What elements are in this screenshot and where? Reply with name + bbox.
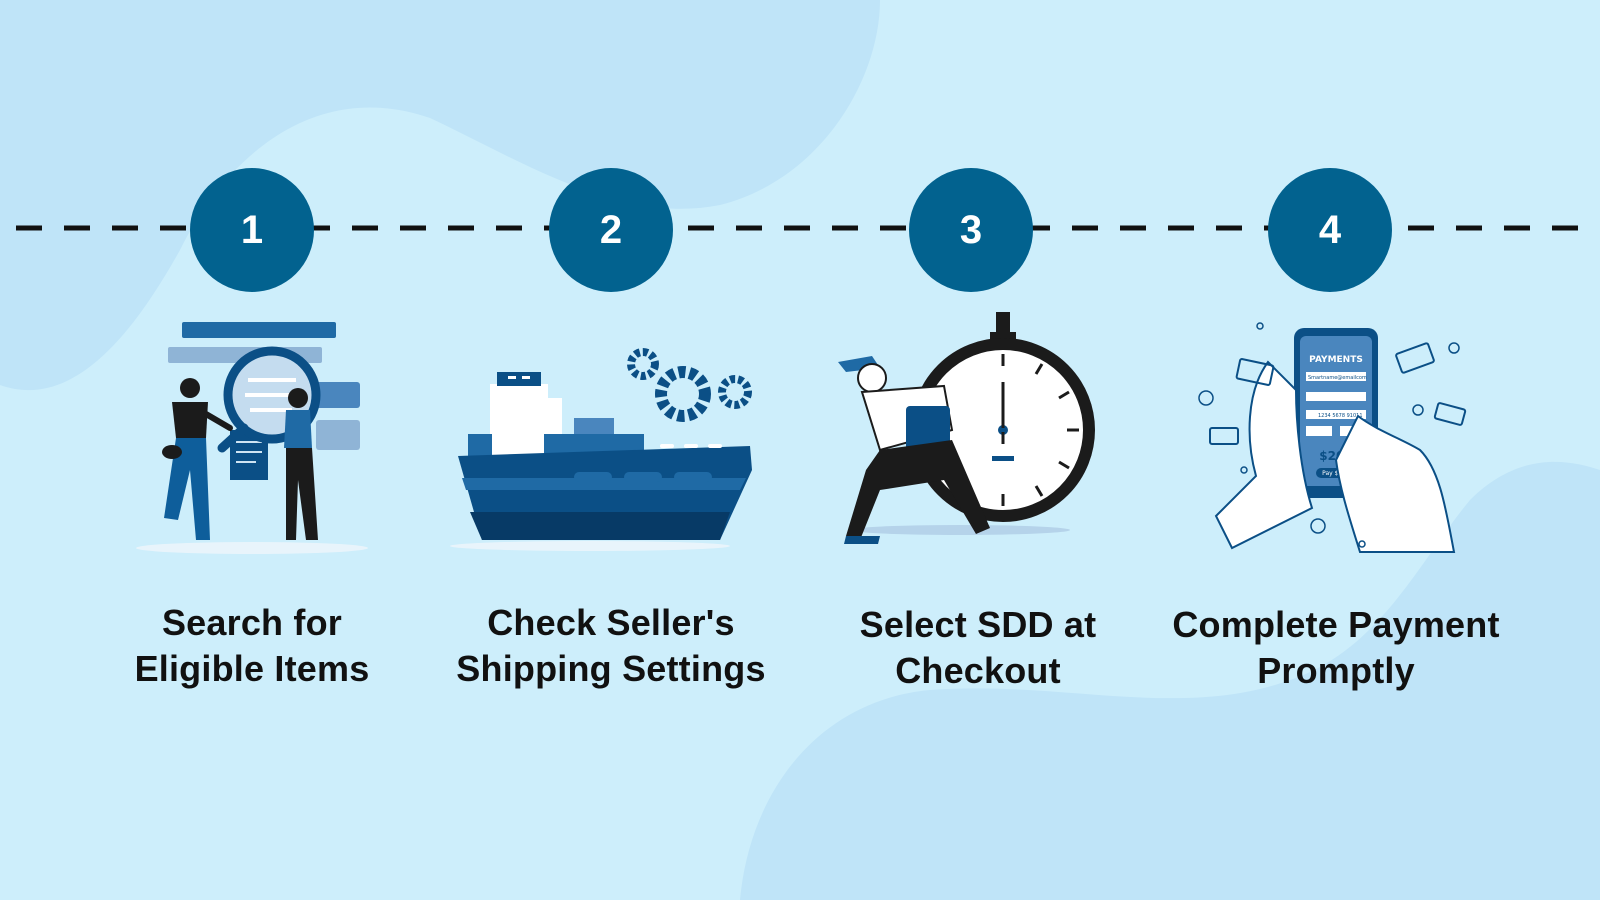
step-1-label-line2: Eligible Items — [134, 648, 370, 689]
phone-title: PAYMENTS — [1309, 355, 1363, 365]
step-4-label-line2: Promptly — [1257, 650, 1415, 691]
step-3-label: Select SDD at Checkout — [788, 602, 1168, 694]
phone-email-value: Smartname@emailcom — [1308, 375, 1367, 381]
step-2-label-line2: Shipping Settings — [456, 648, 766, 689]
step-4-number: 4 — [1318, 208, 1342, 252]
step-4-label-line1: Complete Payment — [1172, 604, 1500, 645]
step-4-circle: 4 — [1268, 168, 1392, 292]
step-3-circle: 3 — [909, 168, 1033, 292]
phone-card-value: 1234 5678 91011 — [1318, 413, 1363, 419]
step-3-number: 3 — [959, 208, 983, 252]
step-2-circle: 2 — [549, 168, 673, 292]
step-2-label-line1: Check Seller's — [487, 602, 735, 643]
courier-stopwatch-illustration — [838, 312, 1095, 544]
step-3-label-line1: Select SDD at — [859, 604, 1097, 645]
phone-pay-button: Pay $200 — [1322, 470, 1350, 477]
search-people-magnifier-illustration — [136, 322, 368, 554]
step-1-label-line1: Search for — [161, 602, 343, 643]
phone-payment-illustration: PAYMENTS Smartname@emailcom 1234 5678 91… — [1198, 322, 1467, 553]
bottom-right-blob — [740, 461, 1600, 900]
step-2-number: 2 — [599, 208, 623, 252]
step-3-label-line2: Checkout — [895, 650, 1061, 691]
step-2-label: Check Seller's Shipping Settings — [421, 600, 801, 692]
step-4-label: Complete Payment Promptly — [1146, 602, 1526, 694]
step-1-label: Search for Eligible Items — [62, 600, 442, 692]
top-left-blob — [0, 0, 880, 391]
cargo-ship-gears-illustration — [450, 348, 752, 551]
step-1-circle: 1 — [190, 168, 314, 292]
step-1-number: 1 — [240, 208, 264, 252]
